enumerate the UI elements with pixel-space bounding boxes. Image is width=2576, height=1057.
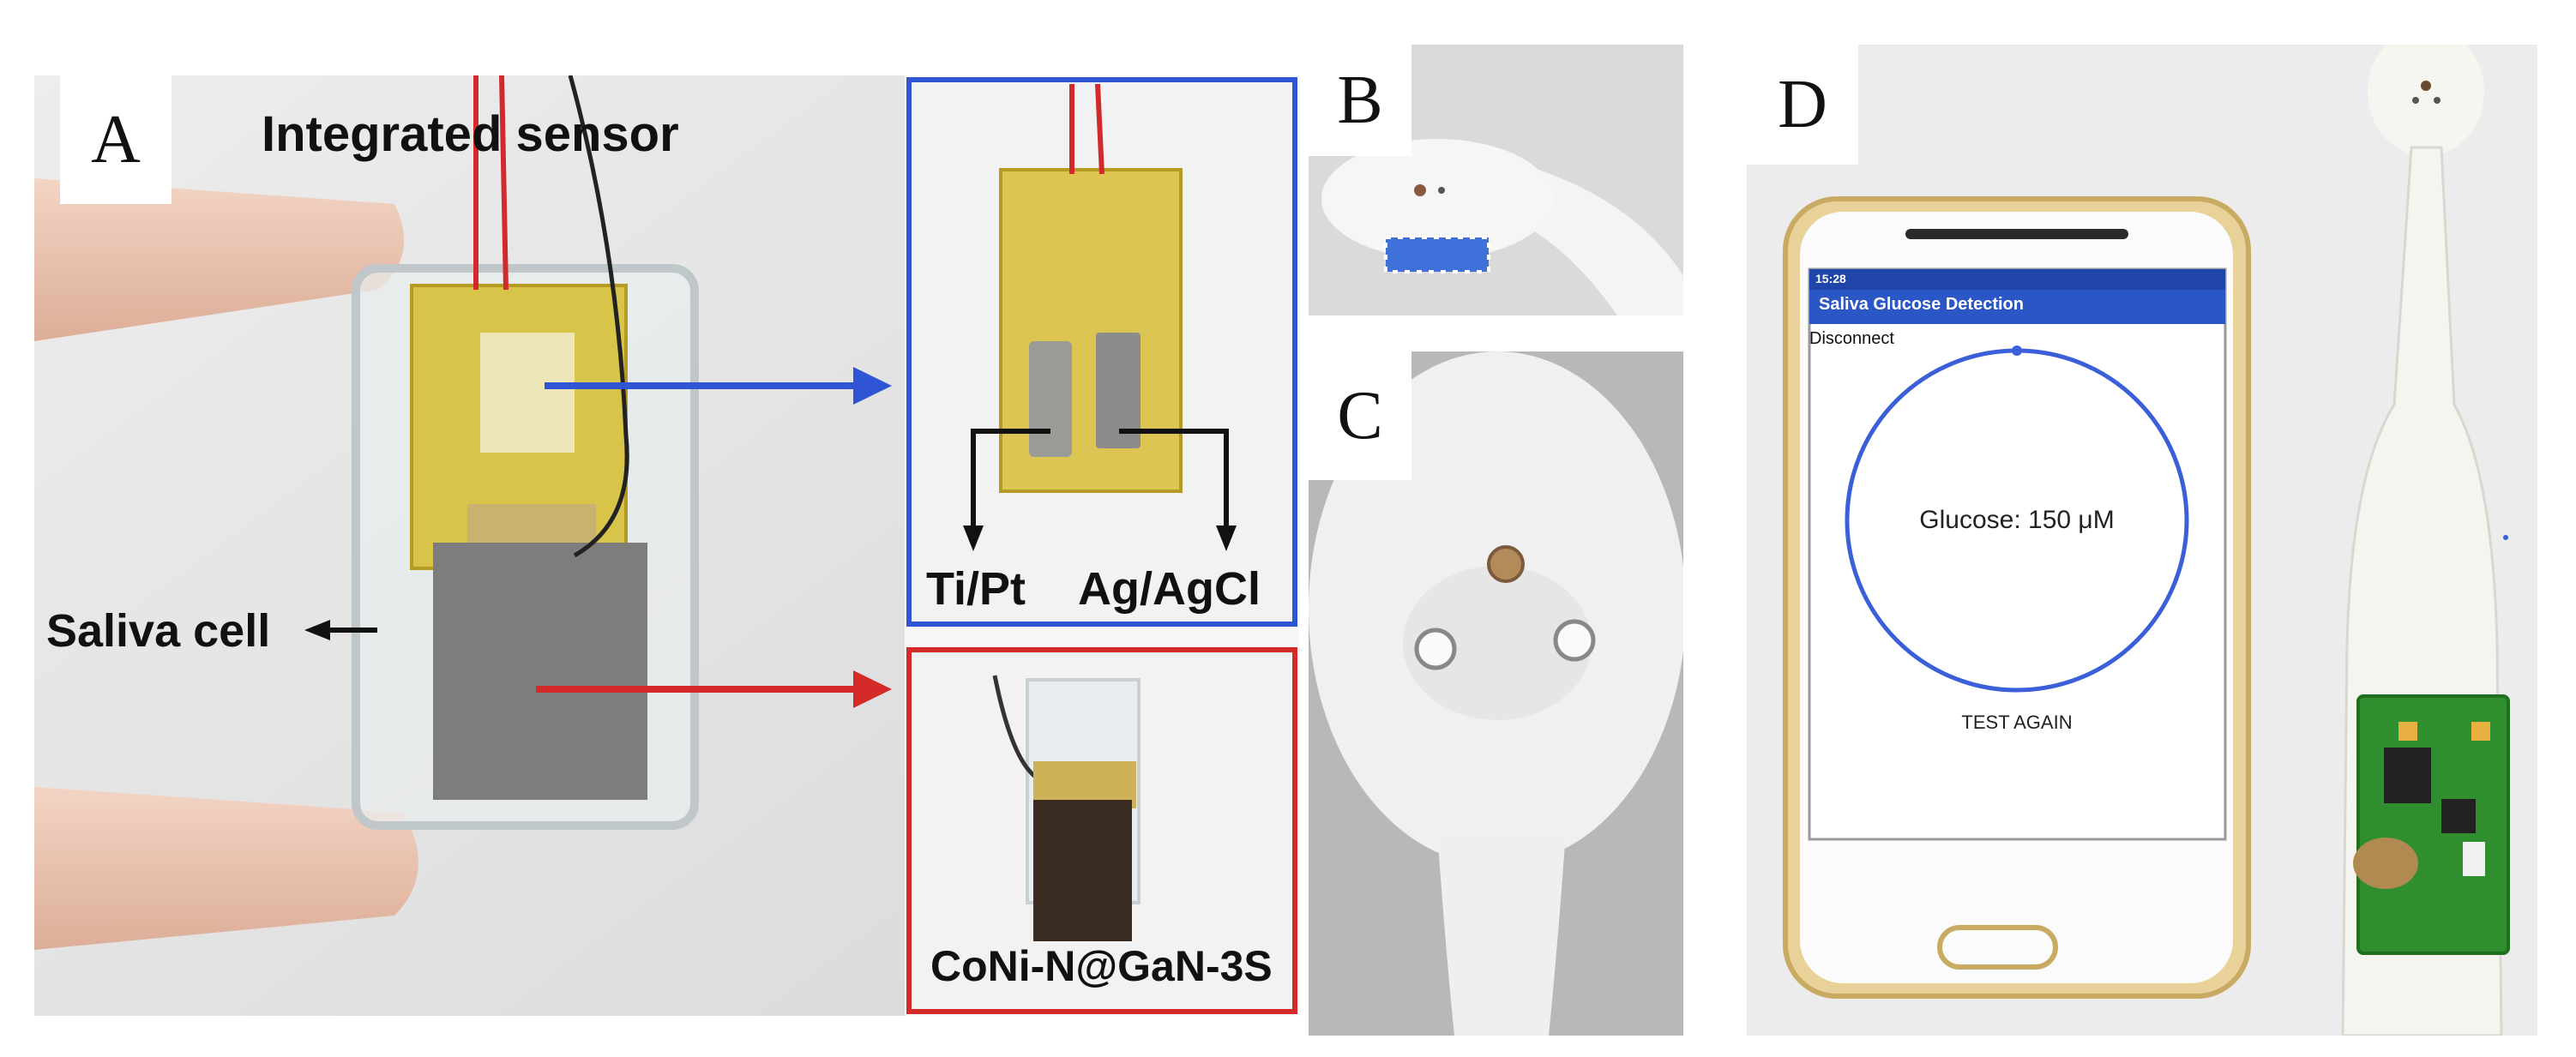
disconnect-button[interactable]: Disconnect	[1809, 329, 1894, 348]
ag-agcl-electrode	[1096, 333, 1141, 448]
glucose-reading: Glucose: 150 μM	[1919, 506, 2115, 534]
phone-screen	[1808, 267, 2227, 841]
silver-electrode-left	[1414, 628, 1457, 670]
panel-a-letter: A	[60, 75, 172, 204]
coni-n-gan-label: CoNi-N@GaN-3S	[930, 942, 1273, 990]
test-again-button[interactable]: TEST AGAIN	[1961, 712, 2073, 733]
ti-pt-electrode	[1029, 341, 1072, 457]
app-title: Saliva Glucose Detection	[1819, 295, 2024, 314]
panel-c-letter: C	[1309, 351, 1411, 480]
integrated-sensor-label: Integrated sensor	[262, 106, 679, 162]
panel-d-letter: D	[1747, 45, 1858, 165]
finger-top	[34, 178, 405, 341]
saliva-cell-label: Saliva cell	[46, 605, 271, 657]
gold-electrode	[1487, 545, 1525, 583]
status-bar-time: 15:28	[1815, 272, 1846, 285]
silver-electrode-right	[1553, 619, 1596, 662]
coni-coated-electrode	[1033, 800, 1132, 941]
panel-d-photo	[1747, 45, 2537, 1036]
ti-pt-label: Ti/Pt	[926, 563, 1026, 615]
working-electrode	[433, 543, 647, 800]
panel-a-photo	[34, 75, 1299, 1016]
panel-b-letter: B	[1309, 45, 1411, 156]
panel-b: B	[1309, 45, 1683, 315]
panel-c: C	[1309, 351, 1683, 1036]
ag-agcl-label: Ag/AgCl	[1078, 563, 1261, 615]
finger-bottom	[34, 787, 418, 950]
panel-a: A Integrated sensor Saliva cell Ti/Pt Ag…	[34, 75, 1299, 1016]
panel-d: D 15:28 Saliva Glucose Detection Disconn…	[1747, 45, 2537, 1036]
